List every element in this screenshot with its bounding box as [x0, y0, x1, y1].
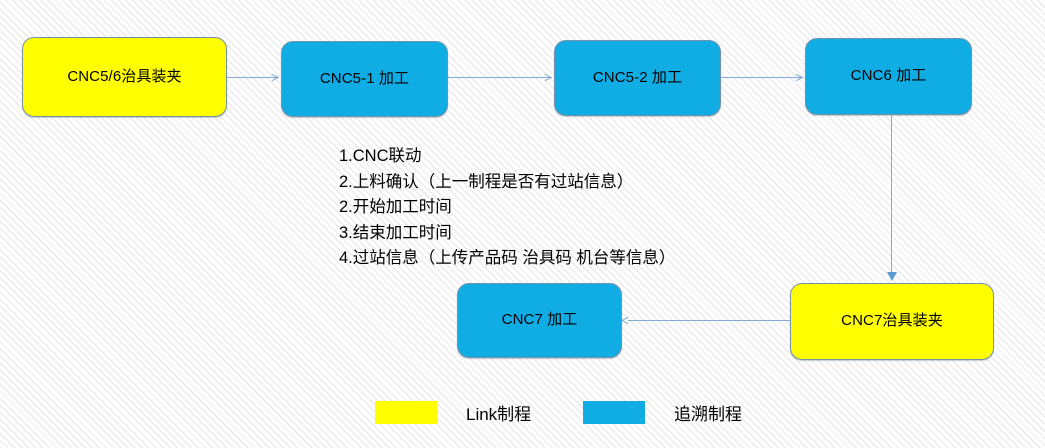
node-cnc6-label: CNC6 加工 [850, 67, 927, 85]
node-cnc5-2[interactable]: CNC5-2 加工 [554, 40, 721, 116]
legend-swatch-trace-icon [583, 401, 645, 424]
node-cnc7[interactable]: CNC7 加工 [457, 283, 622, 358]
node-cnc7-fixture-label: CNC7治具装夹 [841, 312, 943, 330]
legend-item-trace: 追溯制程 [583, 400, 742, 425]
note-line-3: 2.开始加工时间 [339, 198, 452, 216]
node-cnc6[interactable]: CNC6 加工 [805, 38, 972, 115]
arrowhead-down-icon [887, 272, 897, 281]
node-cnc56-fixture[interactable]: CNC5/6治具装夹 [22, 37, 227, 117]
connector-fixture-to-cnc5-1 [227, 77, 279, 78]
connector-cnc5-1-to-cnc5-2 [448, 77, 552, 78]
connector-cnc5-2-to-cnc6 [721, 77, 803, 78]
arrowhead-right-icon [795, 73, 804, 82]
legend-swatch-link-icon [375, 401, 437, 424]
arrowhead-left-icon [622, 316, 631, 325]
node-cnc5-1-label: CNC5-1 加工 [319, 69, 410, 87]
arrowhead-right-icon [271, 73, 280, 82]
node-cnc5-1[interactable]: CNC5-1 加工 [281, 41, 448, 117]
node-cnc56-fixture-label: CNC5/6治具装夹 [67, 67, 182, 85]
note-line-5: 4.过站信息（上传产品码 治具码 机台等信息） [339, 249, 676, 267]
legend-item-link: Link制程 [375, 400, 531, 425]
legend-label-trace: 追溯制程 [674, 405, 742, 424]
note-line-1: 1.CNC联动 [339, 147, 422, 165]
legend-label-link: Link制程 [466, 405, 532, 424]
node-cnc7-fixture[interactable]: CNC7治具装夹 [790, 283, 994, 360]
note-line-2: 2.上料确认（上一制程是否有过站信息） [339, 172, 634, 191]
note-line-4: 3.结束加工时间 [339, 223, 452, 242]
process-notes-list: 1.CNC联动 2.上料确认（上一制程是否有过站信息） 2.开始加工时间 3.结… [339, 144, 675, 272]
connector-cnc6-to-cnc7-fixture [891, 115, 892, 274]
connector-cnc7-fixture-to-cnc7 [628, 320, 790, 321]
node-cnc5-2-label: CNC5-2 加工 [592, 68, 683, 86]
arrowhead-right-icon [544, 73, 553, 82]
node-cnc7-label: CNC7 加工 [501, 311, 578, 329]
